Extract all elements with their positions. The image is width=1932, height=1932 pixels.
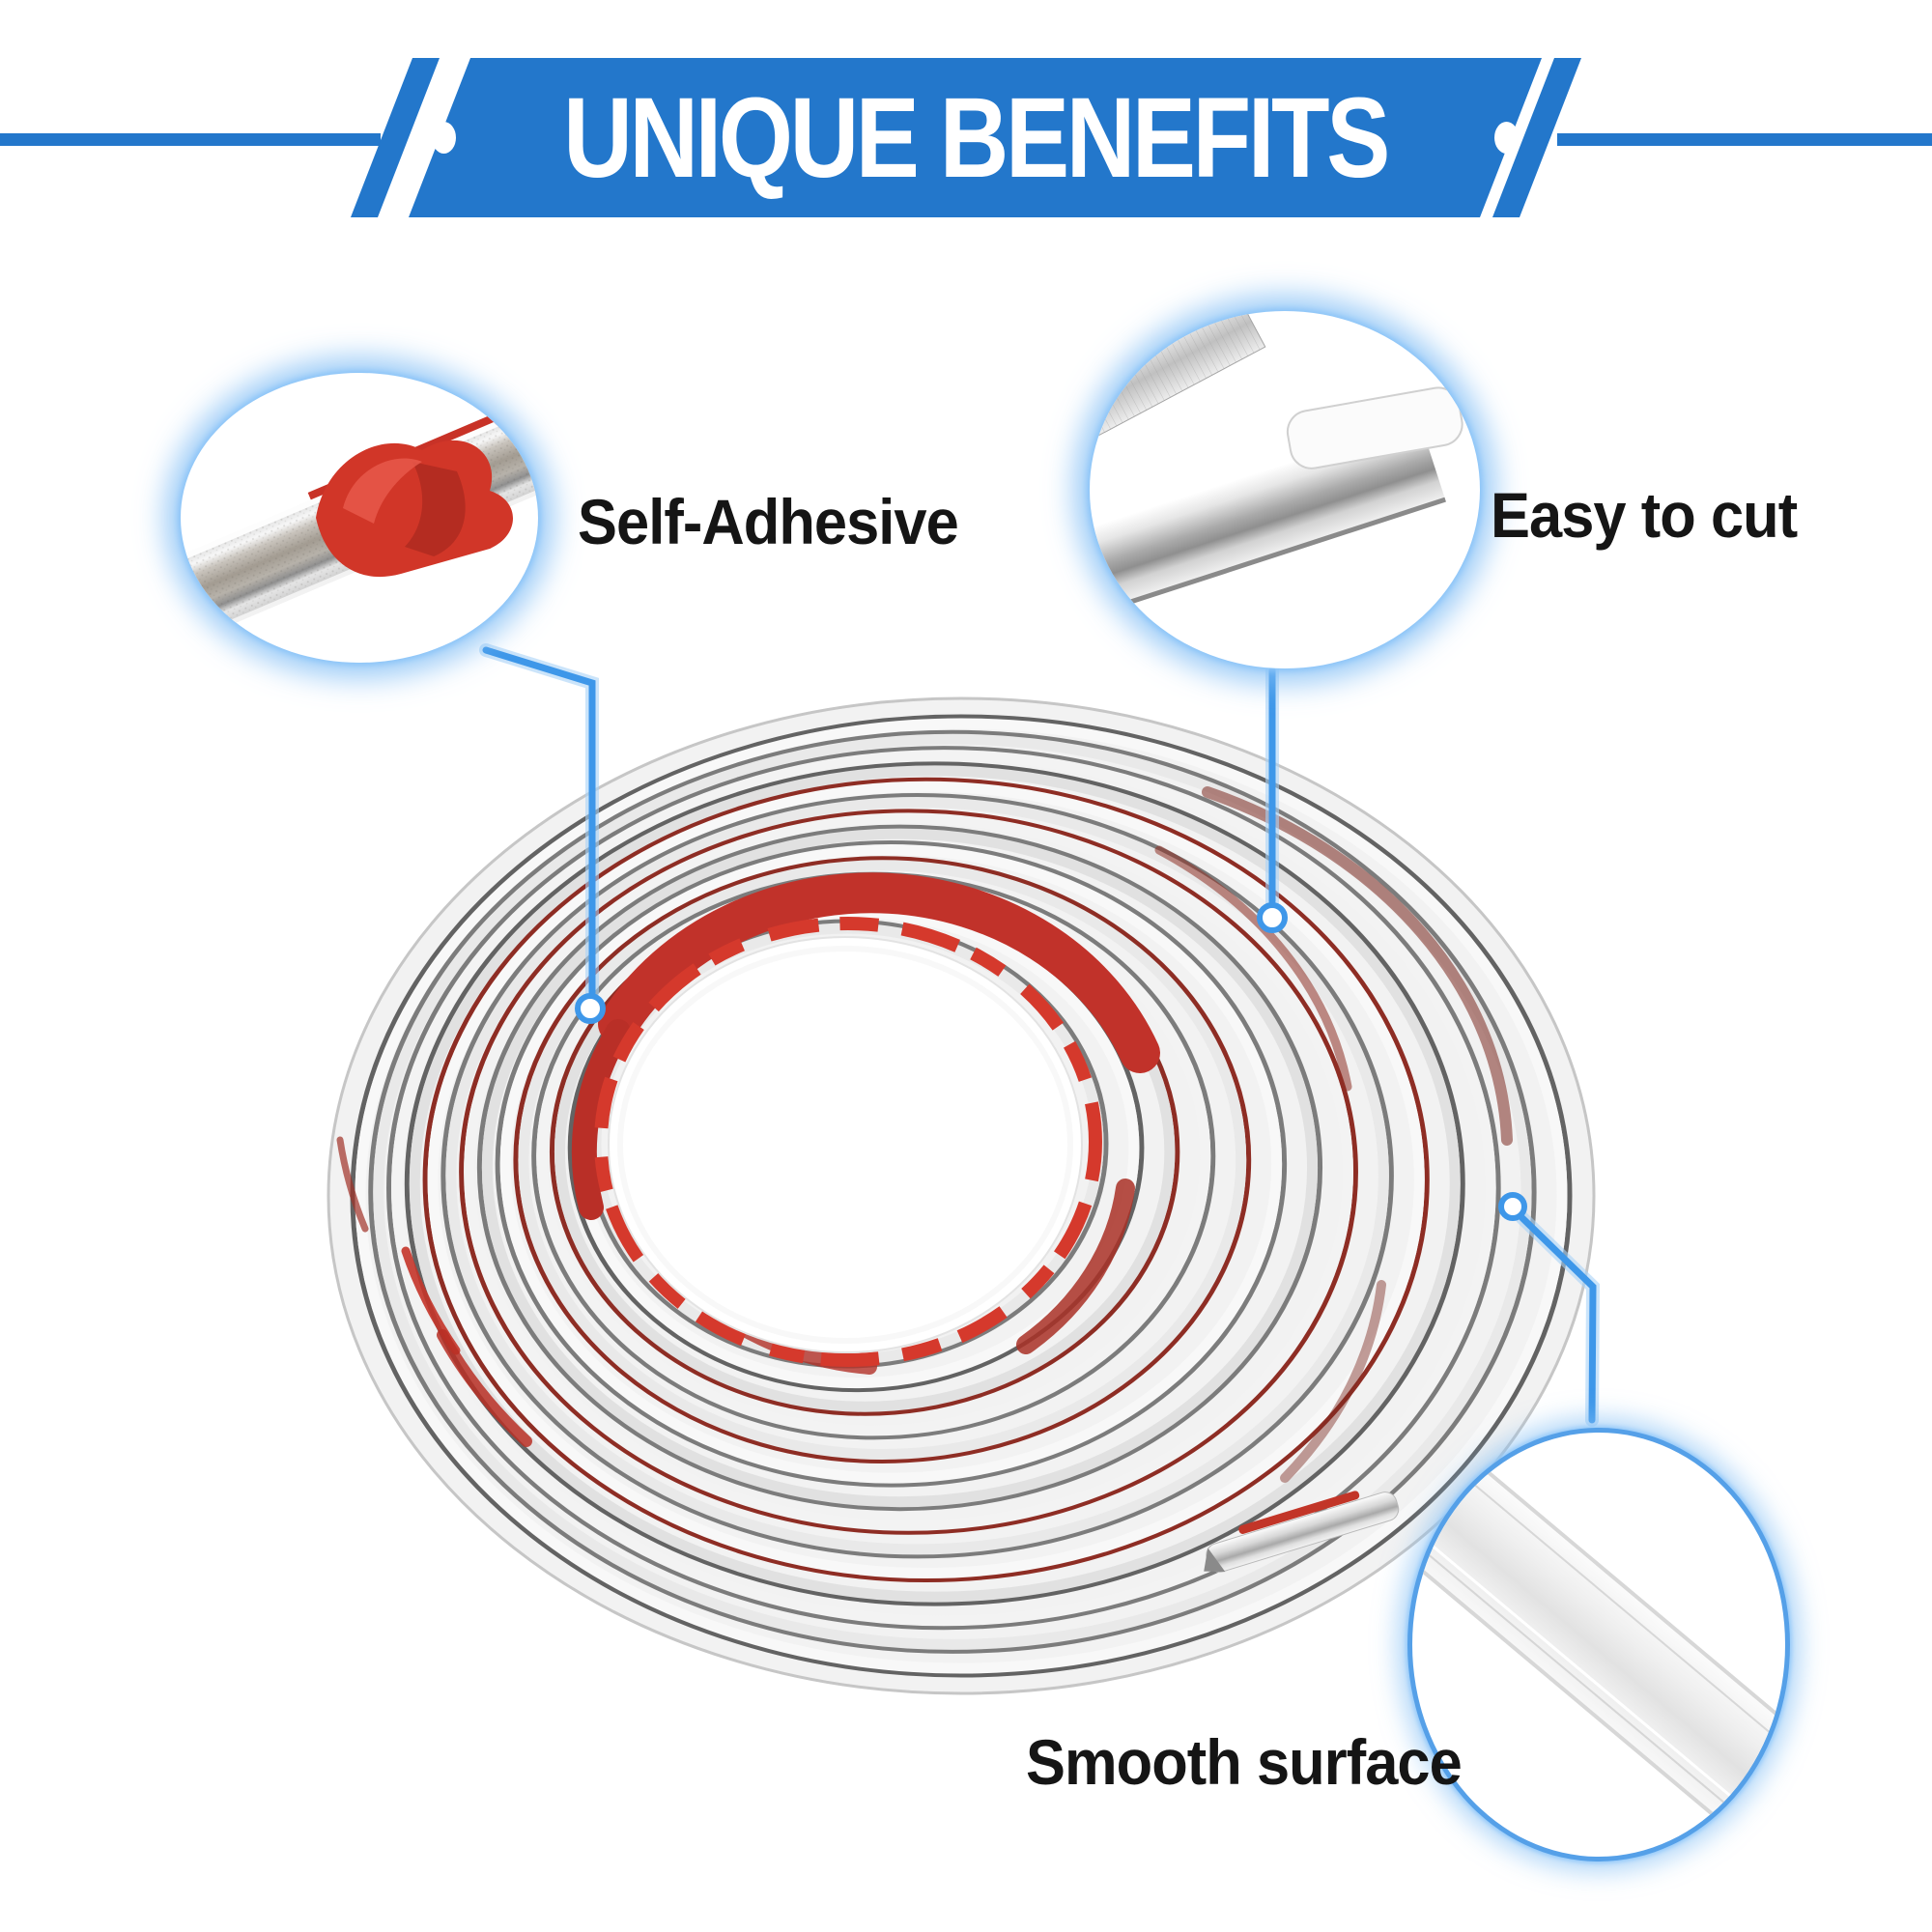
scissor-blade-lower [1090,311,1266,548]
page-title: UNIQUE BENEFITS [563,73,1390,202]
coil-adhesive-shadows [1154,786,1513,1483]
connector-glow [479,643,1601,1427]
core-liner-wave [594,917,1102,1367]
self-adhesive-label: Self-Adhesive [578,486,959,557]
header-slash-right [1492,58,1581,217]
scissors-cutting-photo [1090,311,1480,652]
marker-self-adhesive [575,993,606,1024]
title-dot-right [1494,122,1520,154]
connector-point-markers [575,902,1527,1221]
header-rule-left [0,133,381,146]
smooth-surface-label: Smooth surface [1026,1726,1463,1798]
header-slash-left [351,58,440,217]
coil-core-hole [608,936,1083,1353]
smooth-strip-photo [1412,1433,1785,1857]
cut-piece [1286,386,1463,469]
connector-self-adhesive [482,646,596,997]
header-title-row: UNIQUE BENEFITS [409,58,1542,217]
easy-cut-label: Easy to cut [1491,479,1798,551]
strip-end-tail [1204,1491,1400,1573]
marker-smooth [1498,1192,1527,1221]
title-dot-left [431,122,456,154]
adhesive-tape-peel-photo [181,373,538,663]
coil-adhesive-slivers [336,1136,532,1447]
smooth-strip-band [1412,1433,1785,1857]
self-adhesive-photo-bubble [181,373,538,663]
connector-lines [482,646,1597,1424]
connector-smooth [1519,1214,1597,1424]
coil-core-highlight [617,946,1073,1344]
red-tape-curl [316,440,513,578]
easy-cut-photo-bubble [1090,311,1480,668]
header-banner [0,58,1932,217]
header-banner-body [409,58,1542,217]
marker-easy-cut [1257,902,1288,933]
header-rule-right [1557,133,1932,146]
smooth-surface-photo-bubble [1407,1428,1790,1861]
